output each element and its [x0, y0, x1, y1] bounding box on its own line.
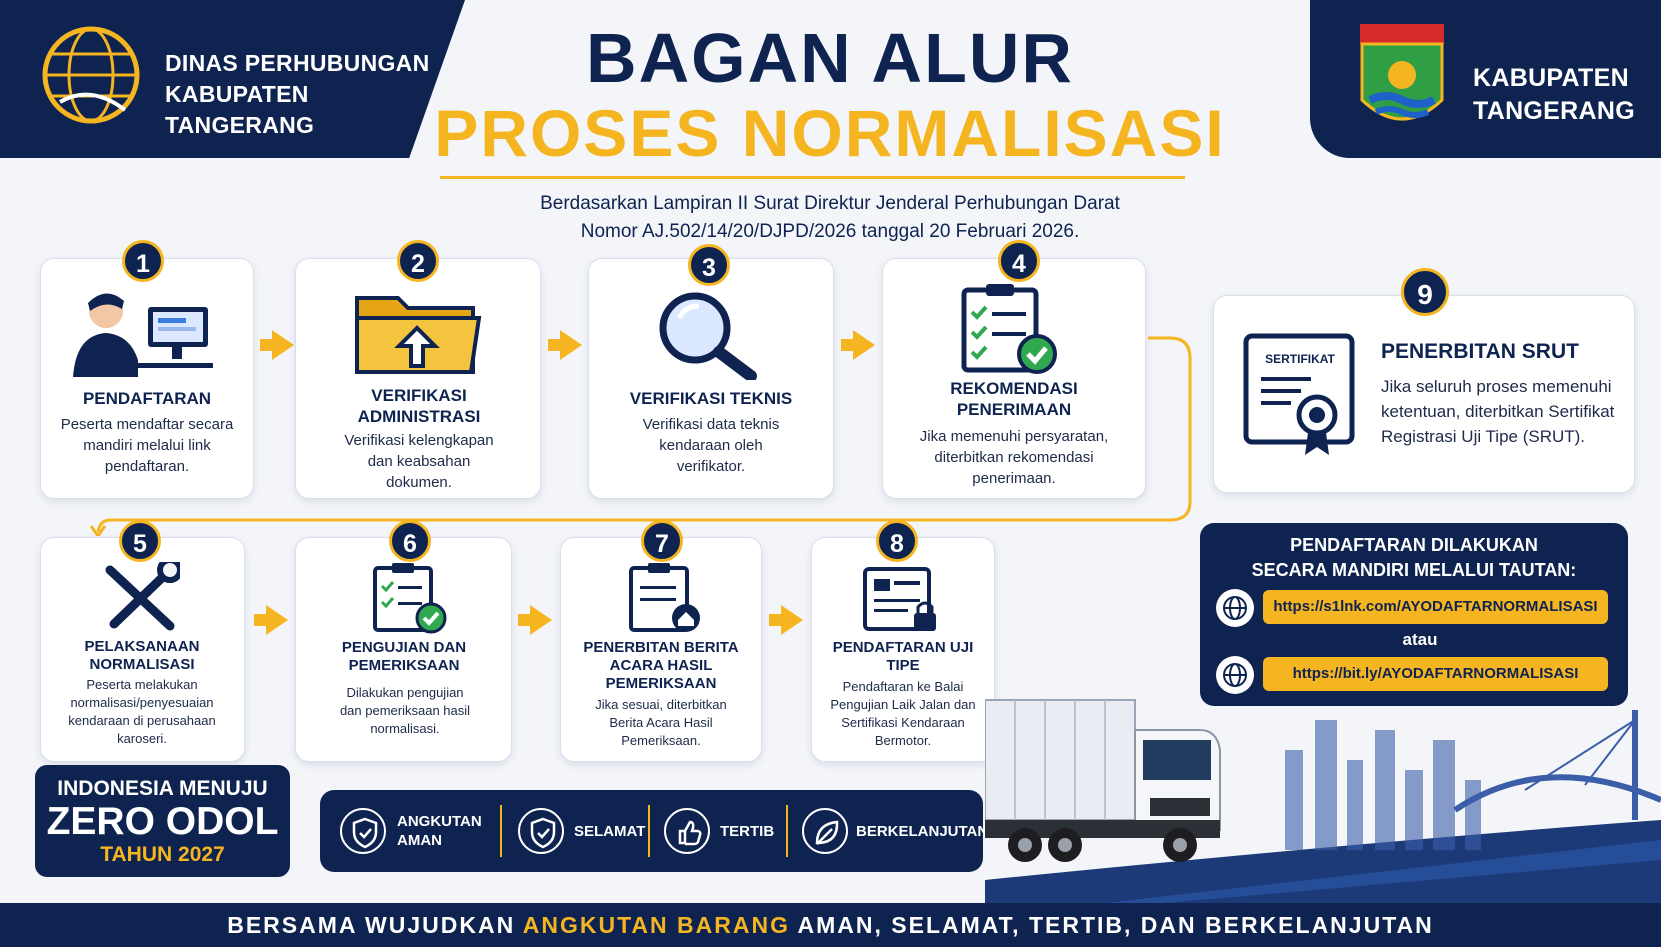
shield-check-icon: [340, 808, 386, 854]
step-card-1: [40, 258, 254, 499]
globe-icon: [1216, 589, 1254, 627]
links-or-text: atau: [1402, 630, 1438, 649]
computer-user-icon: [68, 285, 218, 385]
tangerang-emblem-icon: [1352, 20, 1452, 140]
step-title-4: REKOMENDASI PENERIMAAN: [950, 379, 1078, 419]
step-title-1: PENDAFTARAN: [82, 389, 212, 408]
step-number-8: 8: [876, 520, 918, 562]
page-subtitle-title: PROSES NORMALISASI: [434, 96, 1226, 170]
certificate-icon: [1243, 333, 1358, 458]
value-label-1: ANGKUTAN AMAN: [397, 812, 492, 850]
footer-slogan-highlight: ANGKUTAN BARANG: [522, 912, 790, 938]
step-desc-4: Jika memenuhi persyaratan, diterbitkan r…: [919, 428, 1109, 487]
step-number-2: 2: [397, 240, 439, 282]
shield-check-icon: [518, 808, 564, 854]
clipboard-home-icon: [628, 562, 704, 634]
value-label-3: TERTIB: [720, 823, 775, 840]
region-line2: TANGERANG: [1473, 97, 1635, 125]
flow-arrow-1-2: [260, 330, 294, 360]
step-desc-5: Peserta melakukan normalisasi/penyesuaia…: [68, 677, 216, 746]
flow-arrow-2-3: [548, 330, 582, 360]
step-title-9: PENERBITAN SRUT: [1381, 340, 1579, 363]
magnifier-icon: [655, 290, 765, 382]
dishub-logo: [40, 24, 142, 126]
step-number-1: 1: [122, 240, 164, 282]
step-desc-1: Peserta mendaftar secara mandiri melalui…: [60, 416, 234, 475]
org-name-line2: KABUPATEN TANGERANG: [165, 81, 315, 138]
step-number-4: 4: [998, 240, 1040, 282]
footer-slogan-pre: BERSAMA WUJUDKAN: [227, 912, 523, 938]
step-number-9: 9: [1401, 268, 1449, 316]
legal-basis-text: Berdasarkan Lampiran II Surat Direktur J…: [440, 190, 1220, 246]
links-heading-line2: SECARA MANDIRI MELALUI TAUTAN:: [1251, 560, 1577, 580]
org-name-line1: DINAS PERHUBUNGAN: [165, 50, 430, 76]
value-separator: [786, 805, 788, 857]
footer-slogan: BERSAMA WUJUDKAN ANGKUTAN BARANG AMAN, S…: [0, 903, 1661, 947]
header-left-panel: [0, 0, 465, 158]
step-title-3: VERIFIKASI TEKNIS: [629, 389, 793, 408]
value-label-1-line2: AMAN: [397, 832, 442, 849]
step-number-3: 3: [688, 244, 730, 286]
step-title-6: PENGUJIAN DAN PEMERIKSAAN: [341, 639, 467, 674]
org-name-left: DINAS PERHUBUNGAN KABUPATEN TANGERANG: [165, 48, 445, 141]
certificate-label: SERTIFIKAT: [1265, 352, 1335, 366]
value-label-4: BERKELANJUTAN: [856, 823, 989, 840]
registration-link-secondary[interactable]: https://bit.ly/AYODAFTARNORMALISASI: [1263, 657, 1608, 691]
step-number-5: 5: [119, 520, 161, 562]
step-card-2: [295, 258, 541, 499]
checklist-approved-icon: [960, 282, 1060, 374]
step-desc-6: Dilakukan pengujian dan pemeriksaan hasi…: [339, 685, 471, 736]
step-number-7: 7: [641, 520, 683, 562]
title-divider: [440, 176, 1185, 179]
step-card-5: [40, 537, 245, 762]
badge-line1: INDONESIA MENUJU: [57, 777, 268, 800]
flow-arrow-6-7: [518, 605, 552, 635]
wrench-screwdriver-icon: [100, 557, 183, 632]
page-title: BAGAN ALUR: [586, 19, 1074, 97]
step-title-5: PELAKSANAAN NORMALISASI: [84, 638, 200, 673]
globe-icon: [1216, 656, 1254, 694]
folder-upload-icon: [353, 288, 483, 378]
step-number-6: 6: [389, 520, 431, 562]
step-desc-3: Verifikasi data teknis kendaraan oleh ve…: [642, 416, 780, 475]
registration-link-primary[interactable]: https://s1lnk.com/AYODAFTARNORMALISASI: [1263, 590, 1608, 624]
thumbs-up-icon: [664, 808, 710, 854]
legal-basis-line2: Nomor AJ.502/14/20/DJPD/2026 tanggal 20 …: [580, 221, 1080, 242]
badge-line2: ZERO ODOL: [46, 800, 279, 843]
values-bar: [320, 790, 983, 872]
leaf-icon: [802, 808, 848, 854]
step-desc-2: Verifikasi kelengkapan dan keabsahan dok…: [344, 432, 494, 491]
flow-arrow-5-6: [254, 605, 288, 635]
footer-slogan-post: AMAN, SELAMAT, TERTIB, DAN BERKELANJUTAN: [789, 912, 1434, 938]
flow-arrow-3-4: [841, 330, 875, 360]
links-heading-line1: PENDAFTARAN DILAKUKAN: [1290, 535, 1538, 555]
id-card-lock-icon: [862, 565, 942, 635]
step-desc-9: Jika seluruh proses memenuhi ketentuan, …: [1381, 377, 1615, 446]
zero-odol-badge: INDONESIA MENUJU ZERO ODOL TAHUN 2027: [35, 765, 290, 877]
flow-connector-4-5: [89, 336, 1196, 539]
value-separator: [648, 805, 650, 857]
value-label-2: SELAMAT: [574, 823, 646, 840]
links-heading: PENDAFTARAN DILAKUKAN SECARA MANDIRI MEL…: [1210, 533, 1618, 583]
truck-city-illustration: [984, 690, 1661, 903]
value-separator: [500, 805, 502, 857]
legal-basis-line1: Berdasarkan Lampiran II Surat Direktur J…: [540, 193, 1120, 214]
step-title-2: VERIFIKASI ADMINISTRASI: [357, 386, 481, 426]
org-name-right: KABUPATEN TANGERANG: [1473, 62, 1653, 128]
value-label-1-line1: ANGKUTAN: [397, 813, 482, 830]
clipboard-check-icon: [372, 562, 448, 634]
step-desc-7: Jika sesuai, diterbitkan Berita Acara Ha…: [595, 697, 727, 748]
region-line1: KABUPATEN: [1473, 64, 1629, 92]
flow-arrow-7-8: [769, 605, 803, 635]
badge-line3: TAHUN 2027: [100, 843, 225, 866]
step-desc-8: Pendaftaran ke Balai Pengujian Laik Jala…: [830, 679, 976, 748]
step-title-7: PENERBITAN BERITA ACARA HASIL PEMERIKSAA…: [583, 639, 739, 692]
step-title-8: PENDAFTARAN UJI TIPE: [832, 639, 974, 674]
